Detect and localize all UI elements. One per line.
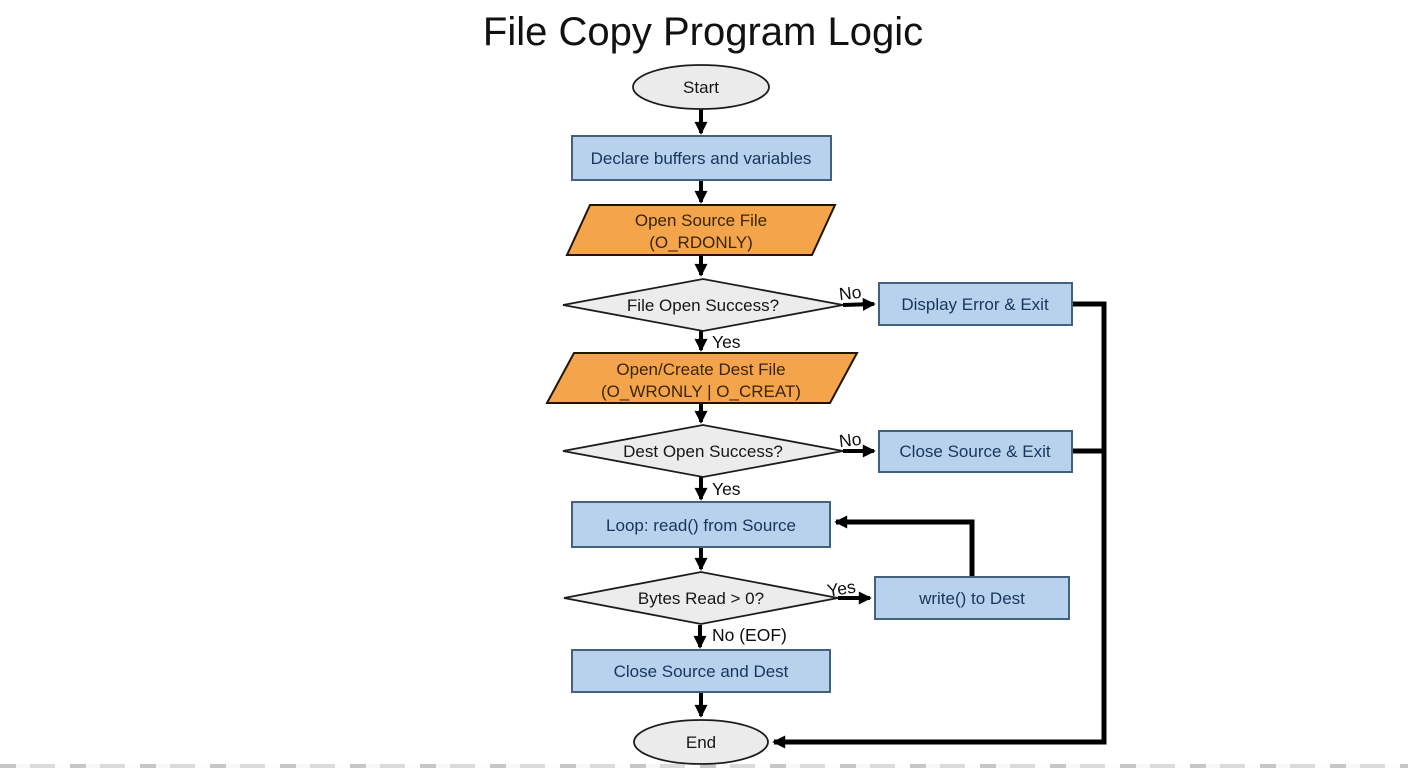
start-label: Start xyxy=(683,78,719,97)
node-start: Start xyxy=(632,64,770,110)
edge-label-dest-open-no: No xyxy=(838,429,862,451)
node-declare-buffers: Declare buffers and variables xyxy=(571,135,832,181)
edge-label-file-open-yes: Yes xyxy=(712,332,741,352)
dest-open-decision-shape xyxy=(562,424,844,478)
node-dest-open-success: Dest Open Success? xyxy=(562,424,844,478)
node-loop-read: Loop: read() from Source xyxy=(571,501,831,548)
loop-read-process-shape xyxy=(571,501,831,548)
bytes-read-label: Bytes Read > 0? xyxy=(638,589,764,608)
edge-exit-rail-to-end xyxy=(772,301,1107,749)
node-open-create-dest: Open/Create Dest File (O_WRONLY | O_CREA… xyxy=(545,352,859,404)
write-dest-process-shape xyxy=(874,576,1070,620)
open-create-dest-label-line1: Open/Create Dest File xyxy=(616,360,785,379)
end-terminator-shape xyxy=(633,719,769,765)
file-open-decision-shape xyxy=(562,278,844,332)
bottom-compression-artifact xyxy=(0,764,1408,768)
display-error-exit-label: Display Error & Exit xyxy=(901,295,1049,314)
close-source-dest-label: Close Source and Dest xyxy=(614,662,789,681)
close-source-dest-process-shape xyxy=(571,649,831,693)
open-source-io-shape xyxy=(565,204,837,256)
node-open-source-file: Open Source File (O_RDONLY) xyxy=(565,204,837,256)
edge-label-bytes-read-yes: Yes xyxy=(826,576,858,600)
end-label: End xyxy=(686,733,716,752)
node-close-source-dest: Close Source and Dest xyxy=(571,649,831,693)
close-source-exit-process-shape xyxy=(878,430,1073,473)
open-create-dest-io-shape xyxy=(545,352,859,404)
close-source-exit-label: Close Source & Exit xyxy=(899,442,1050,461)
edge-label-file-open-no: No xyxy=(838,282,862,304)
node-close-source-exit: Close Source & Exit xyxy=(878,430,1073,473)
dest-open-success-label: Dest Open Success? xyxy=(623,442,783,461)
bytes-read-decision-shape xyxy=(563,571,839,625)
loop-read-label: Loop: read() from Source xyxy=(606,516,796,535)
display-error-process-shape xyxy=(878,282,1073,326)
declare-process-shape xyxy=(571,135,832,181)
file-open-success-label: File Open Success? xyxy=(627,296,779,315)
open-create-dest-label-line2: (O_WRONLY | O_CREAT) xyxy=(601,382,801,401)
edge-file-open-no-to-display-error xyxy=(842,297,876,311)
diagram-title: File Copy Program Logic xyxy=(483,10,923,54)
node-display-error-exit: Display Error & Exit xyxy=(878,282,1073,326)
node-file-open-success: File Open Success? xyxy=(562,278,844,332)
edge-label-dest-open-yes: Yes xyxy=(712,479,741,499)
node-bytes-read: Bytes Read > 0? xyxy=(563,571,839,625)
open-source-label-line2: (O_RDONLY) xyxy=(649,233,753,252)
edge-label-bytes-read-no: No (EOF) xyxy=(712,625,787,645)
edge-write-dest-loopback-to-loop-read xyxy=(834,515,975,577)
start-terminator-shape xyxy=(632,64,770,110)
open-source-label-line1: Open Source File xyxy=(635,211,767,230)
node-write-dest: write() to Dest xyxy=(874,576,1070,620)
declare-label: Declare buffers and variables xyxy=(591,149,812,168)
node-end: End xyxy=(633,719,769,765)
write-dest-label: write() to Dest xyxy=(918,589,1025,608)
